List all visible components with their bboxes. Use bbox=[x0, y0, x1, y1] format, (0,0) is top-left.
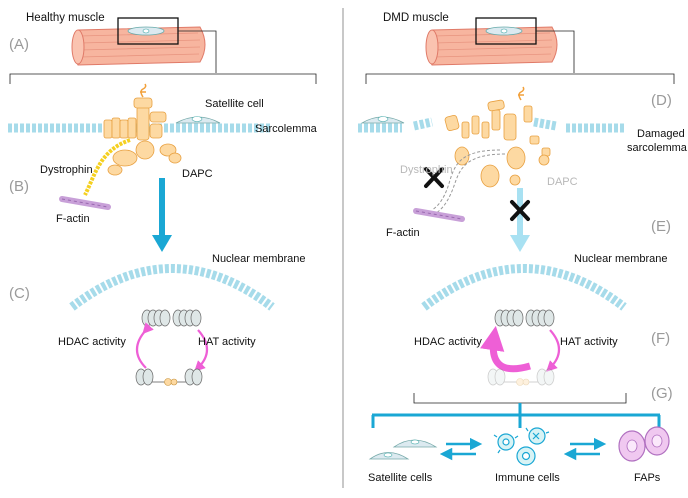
panel-label-a: (A) bbox=[9, 36, 29, 53]
hdac-activity-dmd-label: HDAC activity bbox=[414, 336, 482, 348]
f-actin-label: F-actin bbox=[56, 213, 90, 225]
dapc-glyco-chain-dmd bbox=[518, 86, 525, 101]
panel-label-g: (G) bbox=[651, 385, 673, 402]
dystrophin-missing-x-icon bbox=[424, 167, 444, 188]
chromatin-open-dmd-faded bbox=[487, 368, 555, 386]
satellite-cell-dmd-icon bbox=[360, 116, 405, 124]
interaction-arrows-left bbox=[439, 437, 483, 461]
healthy-muscle-title: Healthy muscle bbox=[26, 12, 105, 24]
panel-label-c: (C) bbox=[9, 285, 30, 302]
signal-arrowhead-healthy bbox=[152, 235, 172, 252]
hat-arrow-dmd bbox=[546, 329, 561, 372]
chromatin-compact-healthy bbox=[141, 309, 202, 327]
nucleus-bracket-dmd bbox=[413, 393, 627, 404]
satellite-cell-icon bbox=[175, 116, 221, 124]
dapc-fragments-dmd bbox=[444, 99, 551, 188]
hdac-arrow-healthy bbox=[135, 322, 154, 369]
damaged-label-1: Damaged bbox=[637, 128, 685, 140]
satellite-cells-label: Satellite cells bbox=[368, 472, 433, 484]
faps-label: FAPs bbox=[634, 472, 661, 484]
satellite-cells-icon bbox=[368, 439, 438, 460]
nuclear-membrane-dmd-label: Nuclear membrane bbox=[574, 253, 668, 265]
interaction-arrows-right bbox=[563, 437, 607, 461]
chromatin-compact-dmd bbox=[494, 309, 555, 327]
nuclear-membrane-healthy bbox=[69, 264, 275, 311]
dmd-muscle-title: DMD muscle bbox=[383, 12, 449, 24]
dmd-muscle-fiber bbox=[425, 17, 558, 66]
damaged-sarcolemma bbox=[358, 117, 624, 133]
zoom-bracket bbox=[9, 73, 317, 84]
dapc-complex-healthy bbox=[103, 83, 182, 176]
panel-label-d: (D) bbox=[651, 92, 672, 109]
faps-icon bbox=[618, 426, 670, 462]
f-actin-healthy bbox=[59, 196, 111, 210]
zoom-connector-dmd bbox=[536, 30, 575, 73]
hat-arrow-healthy bbox=[194, 329, 209, 372]
dystrophin-absent-label: Dystrophin bbox=[400, 164, 453, 176]
satellite-cell-label: Satellite cell bbox=[205, 98, 264, 110]
hat-activity-dmd-label: HAT activity bbox=[560, 336, 618, 348]
dystrophin-label: Dystrophin bbox=[40, 164, 93, 176]
sarcolemma-label: Sarcolemma bbox=[255, 123, 317, 135]
zoom-bracket-dmd bbox=[365, 73, 675, 84]
nuclear-membrane-dmd bbox=[421, 264, 627, 311]
nuclear-membrane-label: Nuclear membrane bbox=[212, 253, 306, 265]
immune-cells-label: Immune cells bbox=[495, 472, 560, 484]
damaged-label-2: sarcolemma bbox=[627, 142, 687, 154]
hat-activity-label: HAT activity bbox=[198, 336, 256, 348]
zoom-connector bbox=[178, 30, 217, 73]
dapc-label: DAPC bbox=[182, 168, 213, 180]
panel-label-f: (F) bbox=[651, 330, 671, 347]
hdac-activity-label: HDAC activity bbox=[58, 336, 126, 348]
healthy-muscle-fiber bbox=[71, 17, 206, 66]
dystrophin-absent-outline bbox=[431, 149, 501, 211]
panel-label-e: (E) bbox=[651, 218, 671, 235]
hdac-arrow-dmd-enhanced bbox=[480, 325, 531, 373]
cell-types-bracket bbox=[371, 403, 661, 428]
f-actin-dmd-label: F-actin bbox=[386, 227, 420, 239]
signal-arrowhead-dmd-faded bbox=[510, 235, 530, 252]
immune-cells-icon bbox=[493, 427, 550, 466]
dapc-dmd-label: DAPC bbox=[547, 176, 578, 188]
chromatin-open-healthy bbox=[135, 368, 203, 386]
f-actin-dmd bbox=[413, 208, 465, 222]
panel-label-b: (B) bbox=[9, 178, 29, 195]
dystrophin-chain bbox=[83, 138, 131, 196]
signal-blocked-x-icon bbox=[510, 200, 530, 221]
